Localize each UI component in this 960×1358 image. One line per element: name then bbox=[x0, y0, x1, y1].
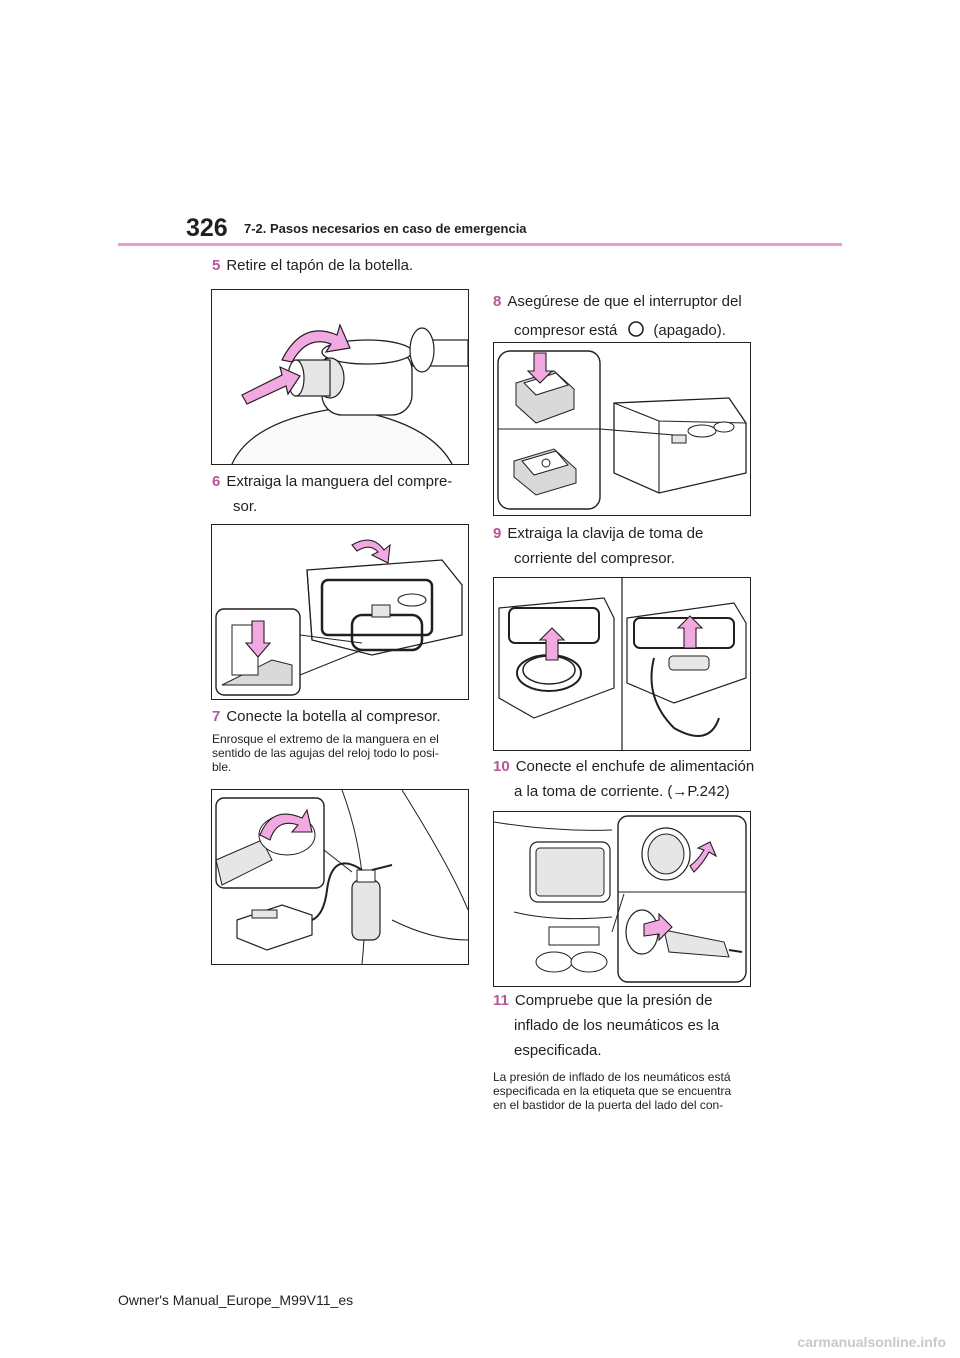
step-8: 8 Asegúrese de que el interruptor del bbox=[493, 289, 742, 314]
rotate-arrow-icon bbox=[281, 323, 351, 363]
step-text-cont: inflado de los neumáticos es la bbox=[514, 1017, 720, 1034]
compressor-hose-illustration bbox=[215, 539, 463, 696]
header-rule bbox=[118, 243, 842, 246]
switch-illustration bbox=[497, 350, 747, 510]
insert-arrow-icon bbox=[643, 912, 673, 942]
figure-remove-bottle-cap bbox=[211, 289, 469, 465]
up-arrow-icon bbox=[676, 615, 704, 649]
step-7: 7 Conecte la botella al compresor. bbox=[212, 704, 441, 729]
power-outlet-illustration bbox=[494, 815, 747, 983]
press-arrow-icon bbox=[526, 352, 554, 384]
step-text-suffix: (apagado). bbox=[653, 322, 726, 339]
step-text-cont: corriente del compresor. bbox=[514, 550, 675, 567]
step-text-cont: compresor está bbox=[514, 322, 618, 339]
step-number: 10 bbox=[493, 758, 510, 775]
off-symbol-icon bbox=[628, 321, 645, 337]
step-text: Retire el tapón de la botella. bbox=[226, 257, 414, 274]
pull-up-arrow-icon bbox=[351, 539, 391, 564]
step-text-cont: sor. bbox=[233, 498, 258, 515]
screw-arrow-icon bbox=[259, 808, 313, 841]
figure-extract-plug bbox=[493, 577, 751, 751]
pull-arrow-icon bbox=[241, 365, 301, 405]
plug-extract-illustration bbox=[498, 578, 747, 750]
bottle-cap-illustration bbox=[231, 323, 468, 464]
step-text-cont: especificada. bbox=[514, 1042, 602, 1059]
figure-connect-bottle bbox=[211, 789, 469, 965]
step-text: Compruebe que la presión de bbox=[514, 992, 713, 1009]
figure-compressor-switch bbox=[493, 342, 751, 516]
bottle-connect-illustration bbox=[215, 790, 468, 964]
step-10: 10 Conecte el enchufe de alimentación a l… bbox=[493, 754, 754, 804]
step-number: 7 bbox=[212, 708, 221, 725]
step-number: 9 bbox=[493, 525, 502, 542]
figure-extract-hose bbox=[211, 524, 469, 700]
note-line: ble. bbox=[212, 760, 232, 774]
step-5: 5 Retire el tapón de la botella. bbox=[212, 253, 413, 278]
step-number: 11 bbox=[493, 992, 509, 1009]
open-lid-arrow-icon bbox=[689, 841, 718, 873]
note-line: en el bastidor de la puerta del lado del… bbox=[493, 1098, 724, 1112]
step-6: 6 Extraiga la manguera del compre- sor. bbox=[212, 469, 452, 519]
step-number: 8 bbox=[493, 293, 502, 310]
up-arrow-icon bbox=[538, 627, 566, 661]
page-number: 326 bbox=[186, 214, 228, 242]
step-text: Extraiga la clavija de toma de bbox=[507, 525, 704, 542]
step-text: Conecte la botella al compresor. bbox=[226, 708, 441, 725]
step-11-note: La presión de inflado de los neumáticos … bbox=[493, 1070, 753, 1112]
watermark: carmanualsonline.info bbox=[797, 1334, 946, 1350]
note-line: La presión de inflado de los neumáticos … bbox=[493, 1070, 731, 1084]
step-number: 5 bbox=[212, 257, 221, 274]
step-text: Asegúrese de que el interruptor del bbox=[507, 293, 742, 310]
figure-power-outlet bbox=[493, 811, 751, 987]
down-arrow-icon bbox=[244, 620, 272, 658]
step-text-cont: a la toma de corriente. (→P.242) bbox=[514, 783, 730, 800]
footer-text: Owner's Manual_Europe_M99V11_es bbox=[118, 1292, 354, 1308]
step-number: 6 bbox=[212, 473, 221, 490]
note-line: sentido de las agujas del reloj todo lo … bbox=[212, 746, 439, 760]
note-line: Enrosque el extremo de la manguera en el bbox=[212, 732, 439, 746]
step-11: 11 Compruebe que la presión de inflado de… bbox=[493, 988, 719, 1063]
step-text: Extraiga la manguera del compre- bbox=[226, 473, 453, 490]
step-text: Conecte el enchufe de alimentación bbox=[515, 758, 755, 775]
section-title: 7-2. Pasos necesarios en caso de emergen… bbox=[244, 221, 527, 236]
step-7-note: Enrosque el extremo de la manguera en el… bbox=[212, 732, 468, 774]
step-9: 9 Extraiga la clavija de toma de corrient… bbox=[493, 521, 703, 571]
step-8-cont: compresor está (apagado). bbox=[514, 318, 726, 343]
note-line: especificada en la etiqueta que se encue… bbox=[493, 1084, 732, 1098]
